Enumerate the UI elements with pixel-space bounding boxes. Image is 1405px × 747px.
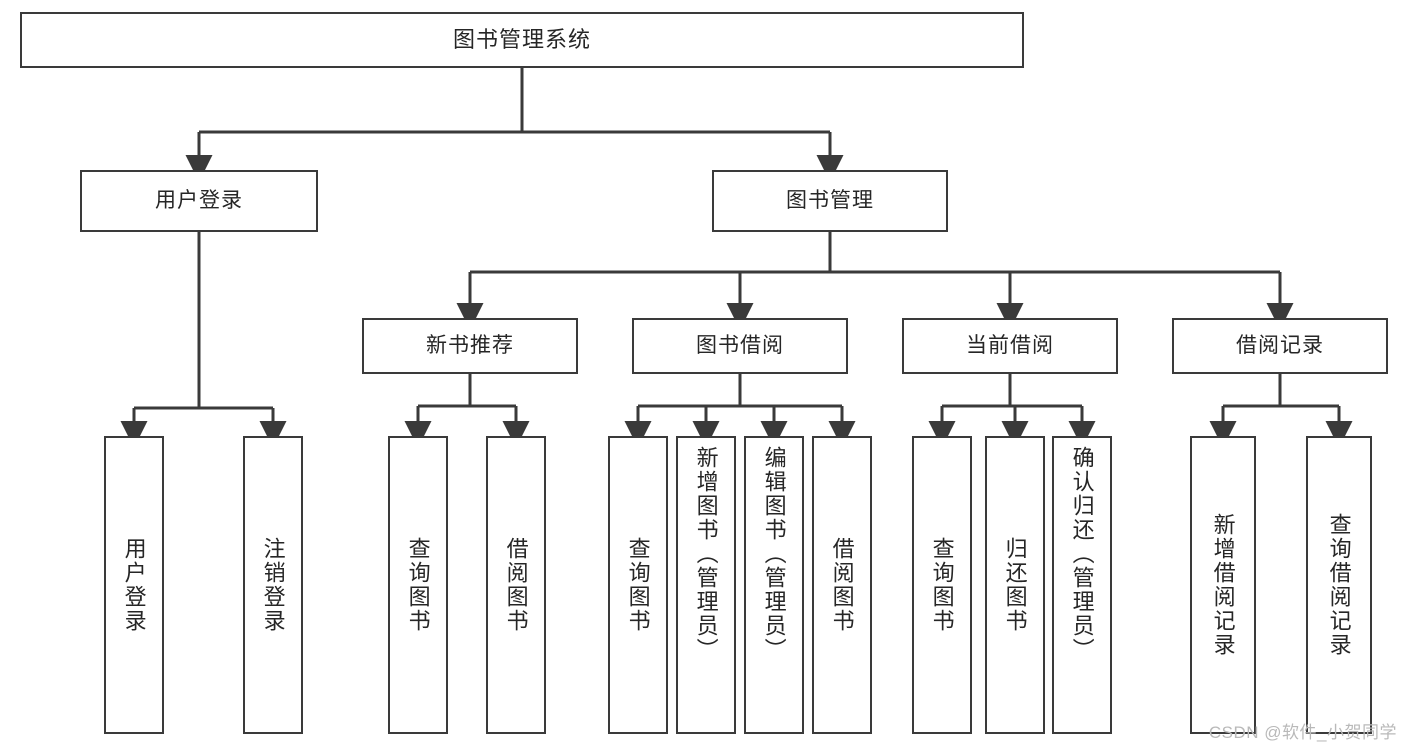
node-leaf-query-book-bb-label: 查询图书 <box>625 537 651 633</box>
node-root[interactable]: 图书管理系统 <box>20 12 1024 68</box>
node-current-borrow[interactable]: 当前借阅 <box>902 318 1118 374</box>
node-leaf-user-login[interactable]: 用户登录 <box>104 436 164 734</box>
node-leaf-borrow-book-nbr-label: 借阅图书 <box>503 537 529 633</box>
node-book-borrow[interactable]: 图书借阅 <box>632 318 848 374</box>
node-leaf-query-book-cb[interactable]: 查询图书 <box>912 436 972 734</box>
node-new-book-recommend-label: 新书推荐 <box>426 334 514 358</box>
node-leaf-edit-book[interactable]: 编辑图书（管理员） <box>744 436 804 734</box>
node-leaf-edit-book-label: 编辑图书（管理员） <box>761 446 787 662</box>
node-new-book-recommend[interactable]: 新书推荐 <box>362 318 578 374</box>
node-leaf-logout[interactable]: 注销登录 <box>243 436 303 734</box>
node-leaf-add-book[interactable]: 新增图书（管理员） <box>676 436 736 734</box>
node-borrow-record-label: 借阅记录 <box>1236 334 1324 358</box>
node-leaf-confirm-return[interactable]: 确认归还（管理员） <box>1052 436 1112 734</box>
watermark: CSDN @软件_小贺同学 <box>1208 723 1397 742</box>
node-leaf-add-record[interactable]: 新增借阅记录 <box>1190 436 1256 734</box>
node-leaf-confirm-return-label: 确认归还（管理员） <box>1069 446 1095 662</box>
node-user-login[interactable]: 用户登录 <box>80 170 318 232</box>
node-leaf-query-record[interactable]: 查询借阅记录 <box>1306 436 1372 734</box>
node-leaf-query-book-cb-label: 查询图书 <box>929 537 955 633</box>
node-book-borrow-label: 图书借阅 <box>696 334 784 358</box>
node-leaf-return-book[interactable]: 归还图书 <box>985 436 1045 734</box>
node-leaf-query-record-label: 查询借阅记录 <box>1326 513 1352 657</box>
node-leaf-borrow-book-nbr[interactable]: 借阅图书 <box>486 436 546 734</box>
node-leaf-user-login-label: 用户登录 <box>121 537 147 633</box>
node-leaf-return-book-label: 归还图书 <box>1002 537 1028 633</box>
node-current-borrow-label: 当前借阅 <box>966 334 1054 358</box>
node-leaf-add-book-label: 新增图书（管理员） <box>693 446 719 662</box>
node-leaf-query-book-bb[interactable]: 查询图书 <box>608 436 668 734</box>
node-leaf-logout-label: 注销登录 <box>260 537 286 633</box>
node-root-label: 图书管理系统 <box>452 26 591 52</box>
node-leaf-borrow-book-bb-label: 借阅图书 <box>829 537 855 633</box>
node-leaf-query-book-nbr[interactable]: 查询图书 <box>388 436 448 734</box>
node-leaf-add-record-label: 新增借阅记录 <box>1210 513 1236 657</box>
node-book-manage-label: 图书管理 <box>786 189 874 213</box>
node-user-login-label: 用户登录 <box>155 189 243 213</box>
node-leaf-query-book-nbr-label: 查询图书 <box>405 537 431 633</box>
node-leaf-borrow-book-bb[interactable]: 借阅图书 <box>812 436 872 734</box>
node-book-manage[interactable]: 图书管理 <box>712 170 948 232</box>
node-borrow-record[interactable]: 借阅记录 <box>1172 318 1388 374</box>
